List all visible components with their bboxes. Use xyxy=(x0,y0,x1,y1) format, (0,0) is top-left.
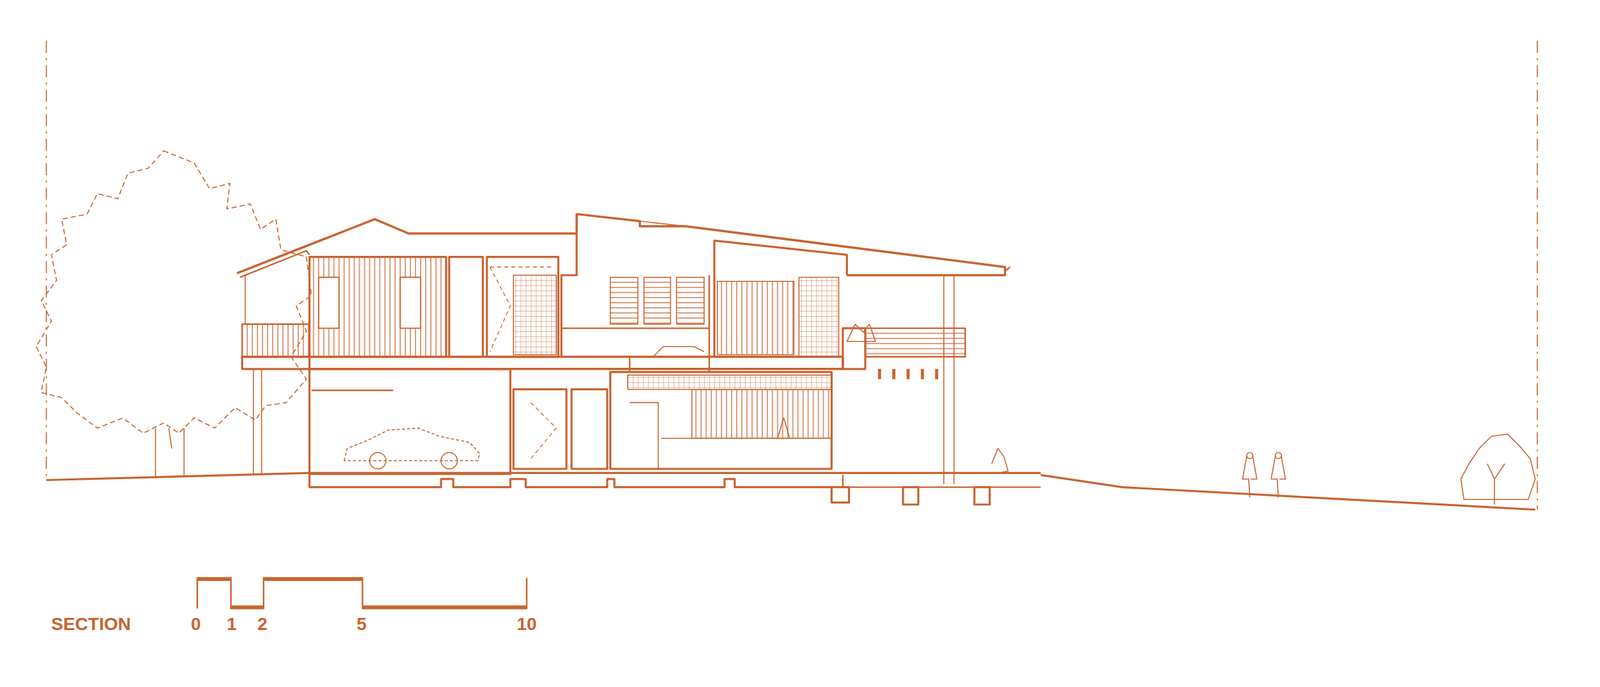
scale-number: 5 xyxy=(356,615,367,634)
scale-number: 0 xyxy=(190,615,201,634)
scale-number: 1 xyxy=(226,615,237,634)
section-title: SECTION xyxy=(51,615,131,634)
scale-number: 2 xyxy=(257,615,268,634)
scale-number: 10 xyxy=(516,615,537,634)
